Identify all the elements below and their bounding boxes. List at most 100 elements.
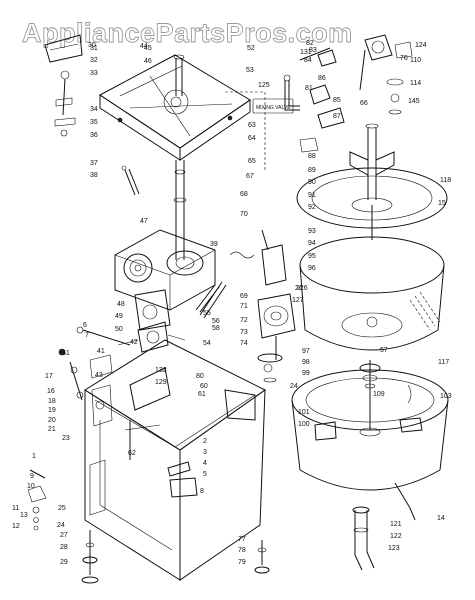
mounting-bracket — [44, 34, 83, 137]
part-label-25: 25 — [58, 505, 66, 512]
part-label-50: 50 — [115, 326, 123, 333]
part-label-12: 12 — [12, 523, 20, 530]
part-label-87: 87 — [333, 113, 341, 120]
spring-rod — [121, 165, 140, 196]
part-label-125: 125 — [258, 82, 270, 89]
part-label-20: 20 — [48, 417, 56, 424]
outer-tub — [291, 360, 449, 491]
part-label-19: 19 — [48, 407, 56, 414]
part-label-14: 14 — [437, 515, 445, 522]
part-label-62: 62 — [128, 450, 136, 457]
cabinet-base-frame — [84, 339, 266, 581]
part-label-44: 44 — [140, 43, 148, 50]
part-label-24b: 24 — [290, 383, 298, 390]
part-label-71: 71 — [240, 303, 248, 310]
part-label-35: 35 — [90, 119, 98, 126]
left-fasteners — [27, 469, 47, 531]
part-label-80: 80 — [196, 373, 204, 380]
tub-bearing — [359, 363, 381, 389]
part-label-15: 15 — [438, 200, 446, 207]
part-label-23: 23 — [62, 435, 70, 442]
part-label-17: 17 — [45, 373, 53, 380]
part-label-96: 96 — [308, 265, 316, 272]
part-label-57: 57 — [380, 347, 388, 354]
part-label-91: 91 — [308, 192, 316, 199]
part-label-8: 8 — [200, 488, 204, 495]
part-label-73: 73 — [240, 329, 248, 336]
part-label-28: 28 — [60, 544, 68, 551]
part-labels: 1 2 3 4 5 6 7 8 9 10 11 12 13 14 15 16 1… — [12, 40, 452, 566]
part-label-24: 24 — [57, 522, 65, 529]
part-label-110: 110 — [410, 57, 421, 64]
part-label-7: 7 — [85, 332, 89, 339]
part-label-39: 39 — [210, 241, 218, 248]
part-label-30: 30 — [88, 42, 96, 49]
hose-and-switch — [69, 354, 113, 401]
part-label-6: 6 — [83, 322, 87, 329]
part-label-90: 90 — [308, 179, 316, 186]
support-plate-assembly — [99, 54, 266, 170]
part-label-76: 76 — [400, 55, 408, 62]
part-label-16: 16 — [47, 388, 55, 395]
part-label-123: 123 — [388, 545, 400, 552]
part-label-5: 5 — [203, 471, 207, 478]
site-watermark: AppliancePartsPros.com — [22, 18, 353, 48]
part-label-109: 109 — [373, 391, 385, 398]
center-shaft — [173, 160, 187, 260]
part-label-38: 38 — [90, 172, 98, 179]
part-label-26: 26 — [295, 285, 303, 292]
part-label-4: 4 — [203, 460, 207, 467]
drain-pump — [81, 530, 99, 584]
part-label-69: 69 — [240, 293, 248, 300]
part-label-51: 51 — [62, 350, 70, 357]
part-label-66: 66 — [360, 100, 368, 107]
part-label-64: 64 — [248, 135, 256, 142]
part-label-98: 98 — [302, 359, 310, 366]
part-label-70: 70 — [240, 211, 248, 218]
part-label-41: 41 — [97, 348, 105, 355]
part-label-42: 42 — [130, 339, 138, 346]
callout-mixing-valve: MIXING VALVE — [256, 105, 291, 111]
part-label-21: 21 — [48, 426, 56, 433]
part-label-103: 103 — [440, 393, 452, 400]
part-label-2: 2 — [203, 438, 207, 445]
part-label-48: 48 — [117, 301, 125, 308]
part-label-101: 101 — [298, 409, 310, 416]
part-label-67: 67 — [246, 173, 254, 180]
part-label-65: 65 — [248, 158, 256, 165]
part-label-114: 114 — [410, 80, 421, 87]
part-label-9: 9 — [30, 473, 34, 480]
part-label-83: 83 — [309, 47, 317, 54]
part-label-36: 36 — [90, 132, 98, 139]
drive-motor — [257, 229, 296, 383]
part-label-74: 74 — [240, 340, 248, 347]
part-label-78: 78 — [238, 547, 246, 554]
part-label-122: 122 — [390, 533, 402, 540]
part-label-58: 58 — [212, 325, 220, 332]
part-label-79: 79 — [238, 559, 246, 566]
part-label-31: 31 — [90, 45, 98, 52]
part-label-3: 3 — [203, 449, 207, 456]
part-label-27: 27 — [60, 532, 68, 539]
part-label-100: 100 — [298, 421, 310, 428]
part-label-126: 126 — [296, 285, 308, 292]
part-label-29: 29 — [60, 559, 68, 566]
part-label-11: 11 — [12, 505, 19, 512]
part-label-89: 89 — [308, 167, 316, 174]
part-label-54: 54 — [203, 340, 211, 347]
part-label-34: 34 — [90, 106, 98, 113]
part-label-82: 82 — [306, 40, 314, 47]
part-label-13: 13 — [20, 512, 28, 519]
part-label-97: 97 — [302, 348, 310, 355]
part-label-60: 60 — [200, 383, 208, 390]
part-label-47: 47 — [140, 218, 148, 225]
part-label-81: 81 — [305, 85, 313, 92]
part-label-55: 55 — [203, 310, 211, 317]
part-label-49: 49 — [115, 313, 123, 320]
part-label-52: 52 — [247, 45, 255, 52]
part-label-53: 53 — [246, 67, 254, 74]
part-label-99: 99 — [302, 370, 310, 377]
part-label-86: 86 — [318, 75, 326, 82]
inlet-valve-parts — [359, 34, 413, 115]
